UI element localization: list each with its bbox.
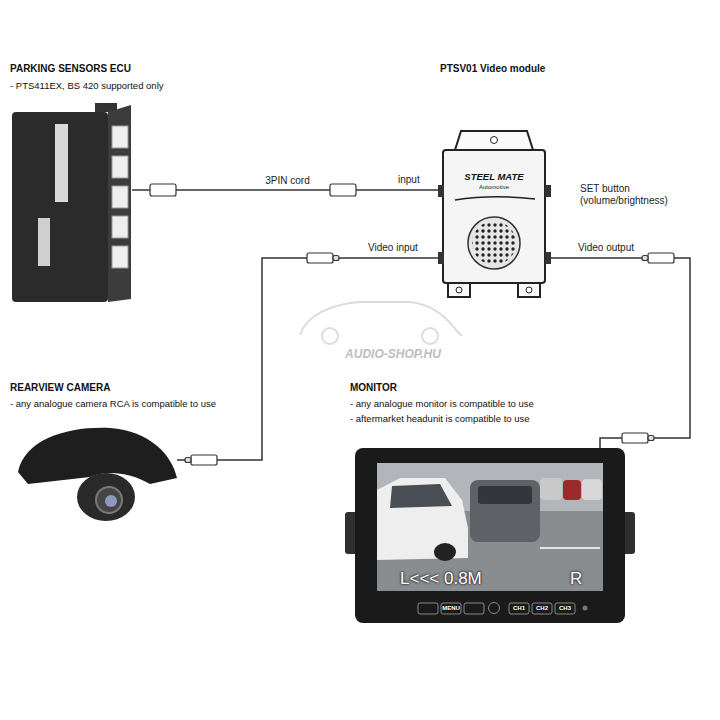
component-box: REARVIEW CAMERA- any analogue camera RCA… xyxy=(15,425,177,510)
rca-tip xyxy=(185,458,191,463)
monitor-button xyxy=(555,603,575,614)
module-hole xyxy=(491,137,498,144)
ecu-side xyxy=(108,105,131,302)
lens-glass xyxy=(105,495,117,507)
screen-car xyxy=(540,478,562,500)
module-hole xyxy=(456,287,462,293)
rca-plug xyxy=(622,433,648,443)
module-hole xyxy=(526,287,532,293)
rca-plug xyxy=(648,253,674,263)
ecu-port xyxy=(112,126,128,148)
rca-tip xyxy=(642,256,648,261)
speaker-holes xyxy=(472,221,516,265)
component-note: - aftermarket headunit is compatible to … xyxy=(350,413,530,424)
ecu-port xyxy=(112,186,128,208)
pin-connector xyxy=(150,184,176,196)
component-box: PTSV01 Video module xyxy=(443,150,545,283)
component-heading: PTSV01 Video module xyxy=(440,63,545,75)
monitor-bezel xyxy=(355,448,625,623)
brand-logo: STEEL MATE xyxy=(448,171,540,182)
screen-car-window xyxy=(390,484,452,508)
screen-side: R xyxy=(570,569,582,589)
module-port xyxy=(438,185,444,197)
module-foot xyxy=(518,282,540,297)
component-note: - any analogue monitor is compatible to … xyxy=(350,398,534,409)
component-note: - any analogue camera RCA is compatible … xyxy=(10,398,216,409)
screen-car xyxy=(582,479,602,500)
rca-tip xyxy=(333,256,339,261)
button-label: SET button (volume/brightness) xyxy=(580,183,698,207)
pin-connector xyxy=(330,184,356,196)
port-label: input xyxy=(398,174,420,186)
cable xyxy=(545,258,690,448)
screen-car-wheel xyxy=(434,543,456,561)
button-text: MENU xyxy=(441,605,461,612)
monitor-button xyxy=(441,603,461,614)
watermark-wheel xyxy=(322,328,338,344)
rca-tip xyxy=(648,436,654,441)
screen-distance: L<<< 0.8M xyxy=(400,569,482,589)
button-text: CH2 xyxy=(532,605,552,612)
screen-car-window xyxy=(478,486,532,504)
module-tab xyxy=(455,131,533,150)
ecu-port xyxy=(112,156,128,178)
monitor-screen xyxy=(377,463,603,591)
cable xyxy=(132,189,443,191)
port-label: Video output xyxy=(578,242,634,254)
ecu-sticker xyxy=(55,124,68,202)
module-body xyxy=(443,150,545,283)
rca-plug xyxy=(307,253,333,263)
component-box: PARKING SENSORS ECU- PTS411EX, BS 420 su… xyxy=(12,103,132,306)
component-box: MONITOR- any analogue monitor is compati… xyxy=(355,448,625,623)
ecu-port xyxy=(112,246,128,268)
module-foot xyxy=(448,282,470,297)
monitor-button xyxy=(489,603,500,614)
watermark: AUDIO-SHOP.HU xyxy=(318,347,468,361)
speaker-grille xyxy=(468,217,520,269)
monitor-button xyxy=(464,603,484,614)
parking-line xyxy=(540,547,600,549)
component-note: - PTS411EX, BS 420 supported only xyxy=(10,80,164,91)
monitor-button xyxy=(509,603,529,614)
button-text: CH3 xyxy=(555,605,575,612)
monitor-sensor xyxy=(583,606,588,611)
port-label: Video input xyxy=(368,242,418,254)
component-heading: PARKING SENSORS ECU xyxy=(10,63,131,75)
ecu-body xyxy=(12,112,108,302)
component-heading: MONITOR xyxy=(350,382,397,394)
brand-subtitle: Automotive xyxy=(448,184,540,191)
edge-label: 3PIN cord xyxy=(262,175,312,187)
button-text: CH1 xyxy=(509,605,529,612)
logo-swoosh xyxy=(455,197,535,200)
camera-head xyxy=(77,473,135,521)
ecu-port xyxy=(112,216,128,238)
set-button xyxy=(545,185,551,197)
screen-car xyxy=(563,480,581,500)
screen-background xyxy=(377,463,603,511)
rca-plug xyxy=(191,455,217,465)
monitor-button xyxy=(418,603,438,614)
screen-car xyxy=(470,480,540,542)
monitor-button xyxy=(532,603,552,614)
camera-lens xyxy=(96,487,122,513)
screen-car xyxy=(377,478,468,560)
watermark-wheel xyxy=(422,328,438,344)
component-heading: REARVIEW CAMERA xyxy=(10,382,110,394)
ecu-sticker xyxy=(38,218,50,266)
